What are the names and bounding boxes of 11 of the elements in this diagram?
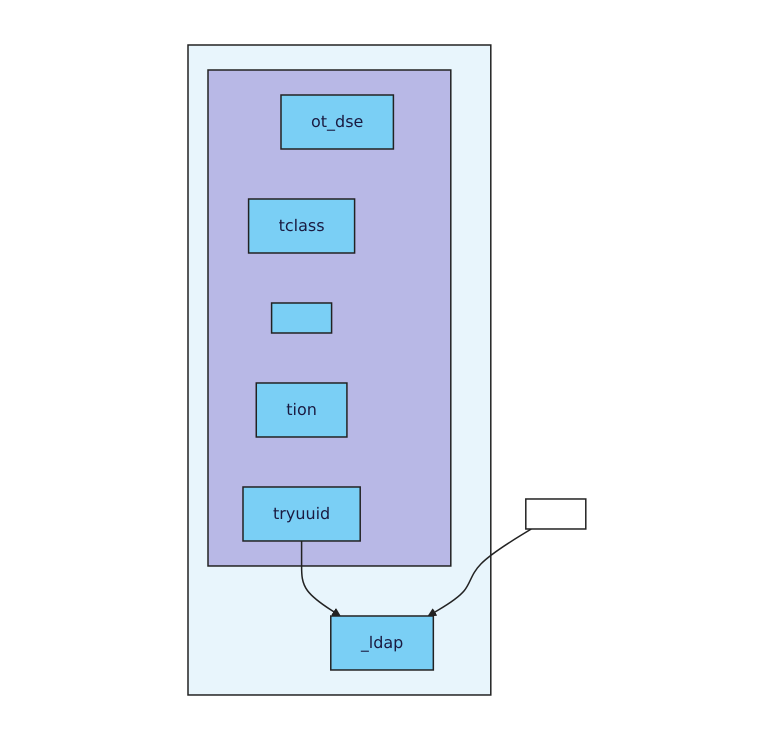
node-box — [270, 302, 332, 334]
cluster — [187, 44, 492, 696]
node-box: _ldap — [330, 614, 434, 670]
node-box: tryuuid — [242, 486, 362, 542]
cluster — [207, 68, 452, 566]
node-box: tclass — [248, 198, 356, 254]
arrow — [428, 528, 532, 616]
node-box: tion — [256, 382, 348, 438]
arrow — [300, 540, 341, 616]
node-box — [525, 498, 587, 530]
node-box: ot_dse — [280, 94, 394, 150]
